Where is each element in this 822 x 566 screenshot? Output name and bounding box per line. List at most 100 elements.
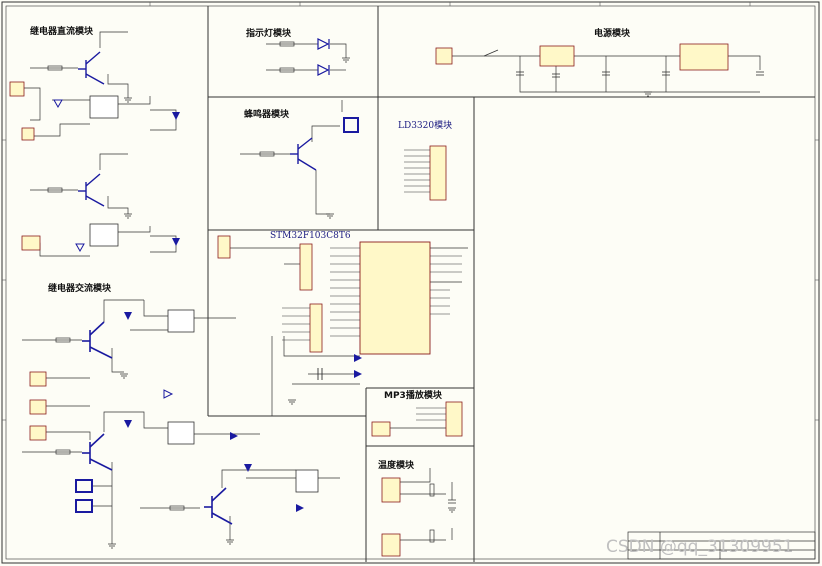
ld3320-header <box>429 145 447 201</box>
ld3320-module-title: LD3320模块 <box>398 119 452 131</box>
mp3-header <box>445 401 463 437</box>
reset-diode <box>354 354 362 362</box>
resistor-r1 <box>47 65 63 71</box>
regulator-7805 <box>539 45 575 67</box>
watermark: CSDN @qq_31309951 <box>606 537 793 557</box>
mcu-title: STM32F103C8T6 <box>270 231 351 241</box>
temperature-module-title: 温度模块 <box>378 459 415 471</box>
header-p1 <box>299 243 313 291</box>
relay-k5 <box>295 469 319 493</box>
ground-symbol <box>288 399 296 405</box>
npn-transistor-q5 <box>204 487 233 525</box>
module-borders <box>207 6 815 562</box>
ground-symbol <box>124 97 132 103</box>
status-led-2 <box>230 432 238 440</box>
flyback-diode-3 <box>124 312 132 320</box>
regulator-ams1117 <box>679 43 729 71</box>
ground-symbol <box>644 91 652 97</box>
ground-symbol <box>124 213 132 219</box>
resistor-r-led2 <box>279 67 295 73</box>
ground-symbol <box>226 539 234 545</box>
ground-symbol <box>342 57 350 63</box>
relay-k4 <box>167 421 195 445</box>
boot-diode <box>354 370 362 378</box>
sheet-frame-inner <box>5 5 816 560</box>
indicator-symbols <box>279 38 350 76</box>
npn-transistor-q-buzzer <box>290 137 317 171</box>
header-p2 <box>309 303 323 353</box>
npn-transistor-q2 <box>78 173 105 207</box>
led-2 <box>317 64 330 76</box>
mp3-pin-lines <box>416 407 446 421</box>
wires <box>22 31 761 544</box>
buzzer <box>343 117 359 133</box>
mcu-pin-lines <box>282 247 462 341</box>
zone-ticks <box>2 2 819 421</box>
ld3320-symbols <box>404 145 447 201</box>
npn-transistor-q1 <box>78 51 105 85</box>
connector-j1 <box>9 81 25 97</box>
connector-j6 <box>29 425 47 441</box>
resistor-r-buzzer <box>259 151 275 157</box>
pullup-resistor-1 <box>429 483 435 497</box>
led-diode-1 <box>53 99 63 109</box>
connector-j5 <box>29 399 47 415</box>
relay-k1 <box>89 95 119 119</box>
header-left-top <box>217 235 231 259</box>
power-input-connector <box>435 47 453 65</box>
status-led-1 <box>163 389 174 399</box>
ld3320-pin-lines <box>404 149 430 193</box>
connector-j4 <box>29 371 47 387</box>
connector-j2 <box>21 127 35 141</box>
flyback-diode-2 <box>172 238 180 246</box>
connector-j3 <box>21 235 41 251</box>
push-button-2 <box>75 499 93 513</box>
resistor-r-led1 <box>279 41 295 47</box>
temperature-sensor-2 <box>381 533 401 557</box>
relay-ac-module-title: 继电器交流模块 <box>48 282 112 294</box>
indicator-module-title: 指示灯模块 <box>246 27 292 39</box>
ground-symbol <box>448 507 456 513</box>
ground-symbol <box>120 373 128 379</box>
npn-transistor-q4 <box>82 433 113 471</box>
status-led-3 <box>296 504 304 512</box>
power-symbols <box>435 43 764 97</box>
pullup-resistor-2 <box>429 529 435 543</box>
resistor-r-ac2 <box>55 449 71 455</box>
decoupling-capacitor <box>448 499 456 504</box>
temperature-sensor-1 <box>381 477 401 503</box>
power-module-title: 电源模块 <box>594 27 631 39</box>
relay-k3 <box>167 309 195 333</box>
resistor-r-ac1 <box>55 337 71 343</box>
ground-symbol <box>326 213 334 219</box>
ground-symbol <box>108 543 116 549</box>
relay-k2 <box>89 223 119 247</box>
buzzer-symbols <box>259 117 359 219</box>
mcu-chip <box>359 241 431 355</box>
crystal-capacitor <box>317 368 323 380</box>
flyback-diode-1 <box>172 112 180 120</box>
resistor-r-ac3 <box>169 505 185 511</box>
flyback-diode-4 <box>124 420 132 428</box>
relay-ac-symbols <box>29 309 319 549</box>
buzzer-module-title: 蜂鸣器模块 <box>244 108 290 120</box>
led-diode-2 <box>75 243 85 253</box>
relay-dc-module-title: 继电器直流模块 <box>30 25 94 37</box>
temperature-symbols <box>381 477 456 557</box>
push-button-1 <box>75 479 93 493</box>
title-block <box>627 531 816 560</box>
mp3-module-title: MP3播放模块 <box>384 389 443 401</box>
resistor-r2 <box>47 187 63 193</box>
power-switch <box>483 49 499 57</box>
led-1 <box>317 38 330 50</box>
flyback-diode-5 <box>244 464 252 472</box>
mp3-connector-left <box>371 421 391 437</box>
npn-transistor-q3 <box>82 321 113 359</box>
power-capacitors <box>516 71 764 78</box>
mp3-symbols <box>371 401 463 437</box>
mcu-symbols <box>217 235 462 405</box>
relay-dc-symbols <box>9 51 180 253</box>
